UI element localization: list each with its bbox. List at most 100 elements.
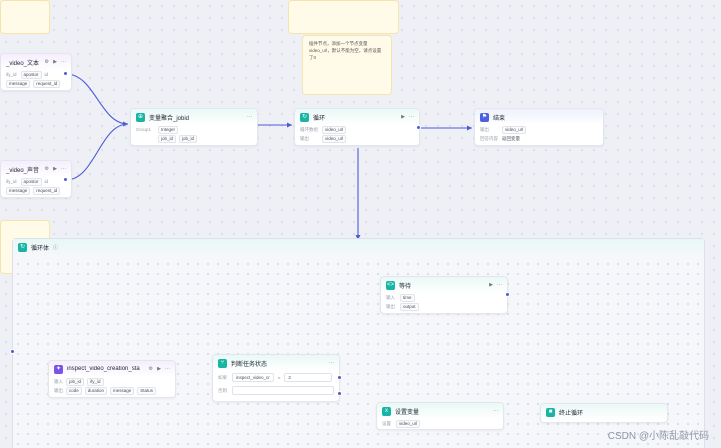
node-video-audio[interactable]: _video_声音 ⚙ ▶ ··· ify_id apostor id mess… (0, 160, 72, 198)
if-label: 如果 (218, 374, 227, 380)
output-tag: duration (84, 386, 108, 395)
variable-icon: x (382, 406, 391, 416)
node-header: ✦ inspect_video_creation_sta ⚙ ▶ ··· (49, 361, 175, 377)
node-header: x 设置变量 ··· (377, 403, 503, 419)
else-label: 否则 (218, 387, 227, 393)
node-row: 输出 output (381, 302, 507, 311)
sticky-note-comment[interactable] (288, 0, 399, 34)
else-branch (231, 386, 334, 395)
node-variable-aggregate[interactable]: ⊕ 变量聚合_jobid ··· Group1 Integer job_id j… (130, 108, 258, 146)
node-row: Group1 Integer (131, 125, 257, 134)
sticky-note-text: 插件节点，添加一个节点变量video_url，默认不能为空，请点设置了0 (309, 41, 382, 60)
more-icon[interactable]: ··· (329, 360, 334, 366)
output-tag: request_id (33, 186, 61, 195)
run-icon[interactable]: ▶ (489, 282, 493, 288)
variable-tag: video_url (322, 125, 347, 134)
output-tag: message (6, 79, 31, 88)
input-label: 输入 (386, 294, 395, 300)
edge-text-to-aggregate (65, 73, 129, 125)
node-row: 输出 video_url (295, 134, 419, 143)
else-output-handle[interactable] (337, 391, 342, 396)
sticky-note-plugin[interactable]: 插件节点，添加一个节点变量video_url，默认不能为空，请点设置了0 (302, 35, 392, 95)
node-title: 等待 (399, 283, 412, 290)
mode-label: 回答内容 (480, 135, 498, 141)
field-text: id (44, 72, 49, 77)
condition-value-input[interactable]: 2 (284, 373, 333, 382)
node-inspect-video[interactable]: ✦ inspect_video_creation_sta ⚙ ▶ ··· 输入 … (48, 360, 176, 398)
condition-variable-select[interactable]: inspect_video_cr (232, 373, 274, 382)
settings-icon[interactable]: ⚙ (148, 366, 154, 372)
output-handle[interactable] (63, 71, 68, 76)
run-icon[interactable]: ▶ (401, 114, 405, 120)
node-title: _video_声音 (6, 167, 40, 174)
loop-body-container[interactable]: ↻ 循环体 ⓘ (12, 238, 705, 448)
node-row: 输出 video_url (475, 125, 603, 134)
node-row: 输出 code duration message Status (49, 386, 175, 395)
more-icon[interactable]: ··· (61, 59, 66, 65)
node-break-loop[interactable]: ■ 终止循环 (540, 403, 668, 423)
output-tag: message (110, 386, 135, 395)
more-icon[interactable]: ··· (61, 166, 66, 172)
variable-tag: job_id (179, 134, 198, 143)
output-tag: output (400, 302, 419, 311)
more-icon[interactable]: ··· (247, 114, 252, 120)
node-loop[interactable]: ↻ 循环 ▶ ··· 循环数组 video_url 输出 video_url (294, 108, 420, 146)
sticky-note-left[interactable] (0, 0, 50, 34)
variable-tag: ify_id (87, 377, 104, 386)
node-title: 变量聚合_jobid (149, 115, 190, 122)
run-icon[interactable]: ▶ (157, 366, 161, 372)
node-header: ↻ 循环 ▶ ··· (295, 109, 419, 125)
settings-icon[interactable]: ⚙ (44, 166, 50, 172)
node-row: 设置 video_url (377, 419, 503, 428)
node-row: 循环数组 video_url (295, 125, 419, 134)
output-label: 输出 (54, 387, 63, 393)
field-tag: apostor (20, 70, 42, 79)
output-label: 输出 (480, 126, 489, 132)
node-title: 循环 (313, 115, 326, 122)
loop-icon: ↻ (300, 112, 309, 122)
node-header: ⊕ 变量聚合_jobid ··· (131, 109, 257, 125)
input-label: 输入 (54, 378, 63, 384)
output-handle[interactable] (63, 177, 68, 182)
node-title: 设置变量 (395, 409, 420, 416)
node-row: 回答内容 返回变量 (475, 134, 603, 143)
input-label: 循环数组 (300, 126, 318, 132)
condition-operator[interactable]: = (277, 375, 281, 380)
run-icon[interactable]: ▶ (53, 59, 57, 65)
variable-tag: time (400, 293, 415, 302)
more-icon[interactable]: ··· (165, 366, 170, 372)
node-title: inspect_video_creation_sta (67, 366, 140, 372)
run-icon[interactable]: ▶ (53, 166, 57, 172)
output-tag: message (6, 186, 31, 195)
more-icon[interactable]: ··· (409, 114, 414, 120)
node-row: 输入 job_id ify_id (49, 377, 175, 386)
more-icon[interactable]: ··· (497, 282, 502, 288)
node-wait[interactable]: <> 等待 ▶ ··· 输入 time 输出 output (380, 276, 508, 314)
node-header: ■ 终止循环 (541, 404, 667, 420)
plugin-icon: ✦ (54, 364, 63, 374)
node-condition[interactable]: ⑂ 判断任务状态 ··· 如果 inspect_video_cr = 2 否则 (212, 354, 340, 402)
node-video-text[interactable]: _video_文本 ⚙ ▶ ··· ify_id apostor id mess… (0, 53, 72, 91)
condition-if-row: 如果 inspect_video_cr = 2 (213, 371, 339, 384)
node-row: message request_id (1, 186, 71, 195)
output-tag: request_id (33, 79, 61, 88)
node-end[interactable]: ⚑ 结束 输出 video_url 回答内容 返回变量 (474, 108, 604, 146)
if-output-handle[interactable] (337, 375, 342, 380)
output-tag: code (66, 386, 82, 395)
output-handle[interactable] (505, 292, 510, 297)
node-title: 终止循环 (559, 410, 584, 417)
settings-icon[interactable]: ⚙ (44, 59, 50, 65)
node-row: ify_id apostor id (1, 177, 71, 186)
loop-body-start-handle[interactable] (10, 349, 15, 354)
group-label: Group1 (136, 127, 152, 132)
node-set-variable[interactable]: x 设置变量 ··· 设置 video_url (376, 402, 504, 430)
field-tag: apostor (20, 177, 42, 186)
variable-tag: video_url (396, 419, 421, 428)
info-icon[interactable]: ⓘ (53, 244, 59, 251)
node-header: ⑂ 判断任务状态 ··· (213, 355, 339, 371)
node-title: 判断任务状态 (231, 361, 268, 368)
field-text: ify_id (6, 72, 17, 77)
node-row: job_id job_id (131, 134, 257, 143)
more-icon[interactable]: ··· (493, 408, 498, 414)
output-handle[interactable] (416, 125, 421, 130)
